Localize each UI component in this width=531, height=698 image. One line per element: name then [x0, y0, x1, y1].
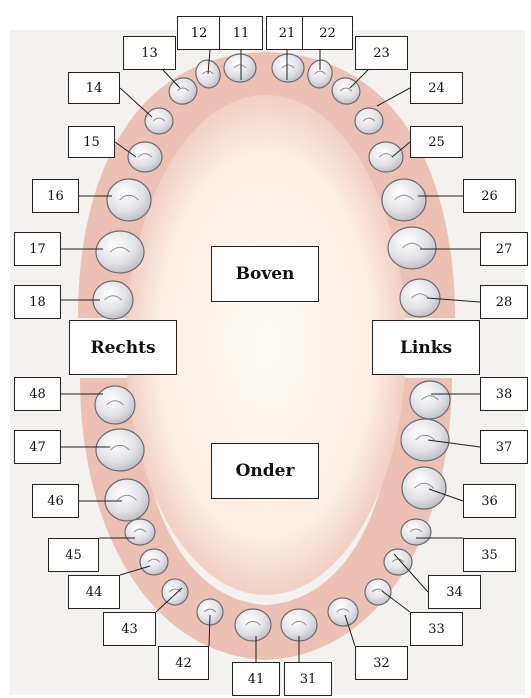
tooth-48	[95, 386, 135, 424]
tooth-label-22: 22	[302, 16, 353, 50]
tooth-25	[369, 142, 403, 172]
tooth-16	[107, 179, 151, 221]
tooth-label-26: 26	[463, 179, 516, 213]
left-side-label: Links	[372, 320, 480, 375]
tooth-label-37: 37	[480, 430, 528, 464]
tooth-26	[382, 179, 426, 221]
tooth-label-35: 35	[463, 538, 516, 572]
right-side-label: Rechts	[69, 320, 177, 375]
tooth-label-23: 23	[355, 36, 408, 70]
tooth-label-18: 18	[14, 285, 61, 319]
tooth-label-44: 44	[68, 575, 120, 609]
tooth-45	[125, 519, 155, 545]
tooth-label-43: 43	[103, 612, 156, 646]
tooth-label-34: 34	[428, 575, 481, 609]
tooth-36	[402, 467, 446, 509]
tooth-15	[128, 142, 162, 172]
tooth-label-15: 15	[68, 126, 115, 158]
tooth-41	[235, 609, 271, 641]
tooth-38	[410, 381, 450, 419]
tooth-label-32: 32	[355, 646, 408, 680]
tooth-17	[96, 231, 144, 273]
tooth-label-45: 45	[48, 538, 99, 572]
tooth-21	[272, 54, 304, 82]
tooth-label-25: 25	[410, 126, 463, 158]
tooth-35	[401, 519, 431, 545]
tooth-46	[105, 479, 149, 521]
tooth-28	[400, 279, 440, 317]
tooth-label-48: 48	[14, 377, 61, 411]
tooth-label-14: 14	[68, 72, 120, 104]
tooth-label-47: 47	[14, 430, 61, 464]
tooth-label-12: 12	[177, 16, 221, 50]
tooth-label-46: 46	[32, 484, 79, 518]
tooth-label-16: 16	[32, 179, 79, 213]
tooth-11	[224, 54, 256, 82]
tooth-label-24: 24	[410, 72, 463, 104]
tooth-label-41: 41	[232, 662, 280, 696]
tooth-label-28: 28	[480, 285, 528, 319]
tooth-27	[388, 227, 436, 269]
tooth-34	[384, 549, 412, 575]
tooth-label-17: 17	[14, 232, 61, 266]
tooth-label-33: 33	[410, 612, 463, 646]
tooth-label-27: 27	[480, 232, 528, 266]
tooth-label-11: 11	[219, 16, 263, 50]
tooth-14	[145, 108, 173, 134]
tooth-37	[401, 419, 449, 461]
tooth-label-31: 31	[284, 662, 332, 696]
lower-jaw-label: Onder	[211, 443, 319, 499]
tooth-label-13: 13	[123, 36, 176, 70]
tooth-label-38: 38	[480, 377, 528, 411]
tooth-24	[355, 108, 383, 134]
tooth-47	[96, 429, 144, 471]
tooth-label-36: 36	[463, 484, 516, 518]
tooth-label-42: 42	[158, 646, 209, 680]
upper-jaw-label: Boven	[211, 246, 319, 302]
tooth-44	[140, 549, 168, 575]
